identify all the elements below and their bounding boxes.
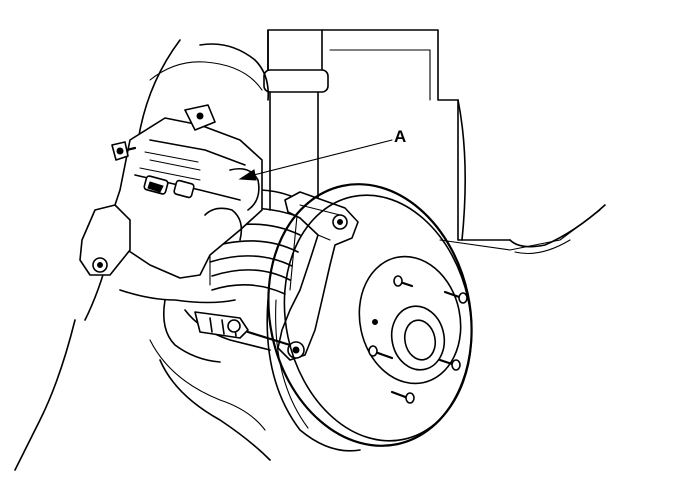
wheel-studs <box>368 275 468 404</box>
callout-a-arrowhead <box>238 169 257 181</box>
callout-a-label: A <box>394 127 406 146</box>
wheel-stud <box>368 345 394 360</box>
callout-a-leader <box>249 139 393 177</box>
callout-a: A <box>238 127 406 181</box>
wheel-stud <box>438 358 461 371</box>
brake-rotor <box>266 183 473 452</box>
wheel-stud <box>393 275 414 288</box>
brake-hose <box>194 311 292 347</box>
wheel-stud <box>390 390 415 404</box>
brake-caliper <box>79 104 263 279</box>
wheel-hub <box>372 305 446 371</box>
strut-tube <box>263 29 329 211</box>
caliper-carrier <box>277 191 359 361</box>
wheel-stud <box>443 290 468 304</box>
